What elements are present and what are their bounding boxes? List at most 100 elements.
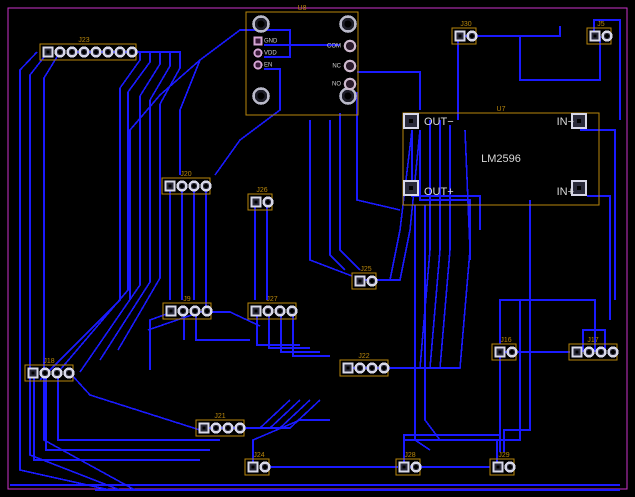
pad-drill-hole xyxy=(382,366,386,370)
u7-pad-label: OUT− xyxy=(424,116,454,128)
pad-drill-hole xyxy=(266,200,270,204)
u7-refdes-label: U7 xyxy=(497,106,506,113)
pad-drill-hole xyxy=(402,465,406,469)
pad-drill-hole xyxy=(82,50,86,54)
pad-drill-hole xyxy=(611,350,615,354)
copper-trace xyxy=(45,373,210,451)
pad-drill-hole xyxy=(576,185,582,191)
copper-trace xyxy=(214,68,281,176)
copper-trace xyxy=(179,29,291,175)
copper-trace xyxy=(149,311,173,370)
connector-j18[interactable]: J18 xyxy=(24,358,75,382)
u8-pin-label-gnd: GND xyxy=(264,39,278,45)
copper-trace xyxy=(339,113,361,271)
u8-pin-pad-round[interactable] xyxy=(253,60,263,70)
connector-refdes-label: J18 xyxy=(43,358,54,365)
connector-refdes-label: J28 xyxy=(404,452,415,459)
copper-trace xyxy=(57,373,220,441)
copper-trace xyxy=(503,200,531,452)
pad-drill-hole xyxy=(587,350,591,354)
u8-pin-pad-round[interactable] xyxy=(253,48,263,58)
pad-drill-hole xyxy=(193,309,197,313)
copper-trace xyxy=(69,372,201,431)
pad-drill-hole xyxy=(55,371,59,375)
copper-trace xyxy=(129,59,201,300)
copper-trace xyxy=(309,120,353,277)
copper-trace xyxy=(385,129,471,369)
pad-drill-hole xyxy=(593,34,597,38)
copper-trace xyxy=(59,92,129,371)
copper-trace xyxy=(256,312,300,346)
connector-j23[interactable]: J23 xyxy=(39,37,138,61)
copper-trace xyxy=(29,51,121,491)
pad-drill-hole xyxy=(278,309,282,313)
copper-trace xyxy=(43,51,136,491)
pad-drill-hole xyxy=(192,184,196,188)
pad-drill-hole xyxy=(31,371,35,375)
connector-j24[interactable]: J24 xyxy=(244,452,271,476)
connector-j5[interactable]: J5 xyxy=(586,21,613,45)
pad-drill-hole xyxy=(510,350,514,354)
connector-refdes-label: J5 xyxy=(597,21,605,28)
pad-drill-hole xyxy=(204,184,208,188)
connector-refdes-label: J25 xyxy=(360,266,371,273)
mounting-hole-drill xyxy=(257,20,265,28)
pad-drill-hole xyxy=(458,34,462,38)
pad-drill-hole xyxy=(106,50,110,54)
copper-trace xyxy=(33,373,200,461)
copper-trace-layer xyxy=(10,19,621,491)
pad-drill-hole xyxy=(290,309,294,313)
copper-trace xyxy=(329,120,346,271)
connector-j26[interactable]: J26 xyxy=(247,187,274,211)
connector-j29[interactable]: J29 xyxy=(489,452,516,476)
copper-trace xyxy=(496,300,521,467)
pad-drill-hole xyxy=(58,50,62,54)
pad-drill-hole xyxy=(605,34,609,38)
pad-drill-hole xyxy=(496,465,500,469)
connector-refdes-label: J21 xyxy=(214,413,225,420)
pad-drill-hole xyxy=(226,426,230,430)
pad-drill-hole xyxy=(130,50,134,54)
connector-j17[interactable]: J17 xyxy=(568,337,619,361)
u7-pad-label: OUT+ xyxy=(424,186,454,198)
pad-drill-hole xyxy=(254,309,258,313)
connector-j28[interactable]: J28 xyxy=(395,452,422,476)
connector-j21[interactable]: J21 xyxy=(195,413,246,437)
copper-trace xyxy=(208,311,261,327)
connector-j9[interactable]: J9 xyxy=(162,296,213,320)
pad-drill-hole xyxy=(408,118,414,124)
u8-pin-pad-square[interactable] xyxy=(253,36,263,46)
u8-pin-pad-round[interactable] xyxy=(343,39,357,53)
u7-pad-label: IN− xyxy=(557,116,574,128)
pad-drill-hole xyxy=(169,309,173,313)
connector-j22[interactable]: J22 xyxy=(339,353,390,377)
copper-trace xyxy=(414,205,431,451)
u8-pin-pad-round[interactable] xyxy=(343,77,357,91)
connector-j27[interactable]: J27 xyxy=(247,296,298,320)
connector-j25[interactable]: J25 xyxy=(351,266,378,290)
pad-drill-hole xyxy=(498,350,502,354)
pad-drill-hole xyxy=(408,185,414,191)
copper-trace xyxy=(499,299,596,352)
u8-pin-pad-round[interactable] xyxy=(343,59,357,73)
connector-j30[interactable]: J30 xyxy=(451,21,478,45)
copper-trace xyxy=(292,312,330,357)
connector-j16[interactable]: J16 xyxy=(491,337,518,361)
u7-part-name: LM2596 xyxy=(481,153,521,165)
copper-trace xyxy=(356,92,401,211)
copper-trace xyxy=(580,129,616,300)
connector-refdes-label: J20 xyxy=(180,171,191,178)
copper-trace xyxy=(19,51,111,491)
pad-drill-hole xyxy=(576,118,582,124)
pad-drill-hole xyxy=(575,350,579,354)
pad-drill-hole xyxy=(370,366,374,370)
pad-drill-hole xyxy=(251,465,255,469)
connector-j20[interactable]: J20 xyxy=(161,171,212,195)
